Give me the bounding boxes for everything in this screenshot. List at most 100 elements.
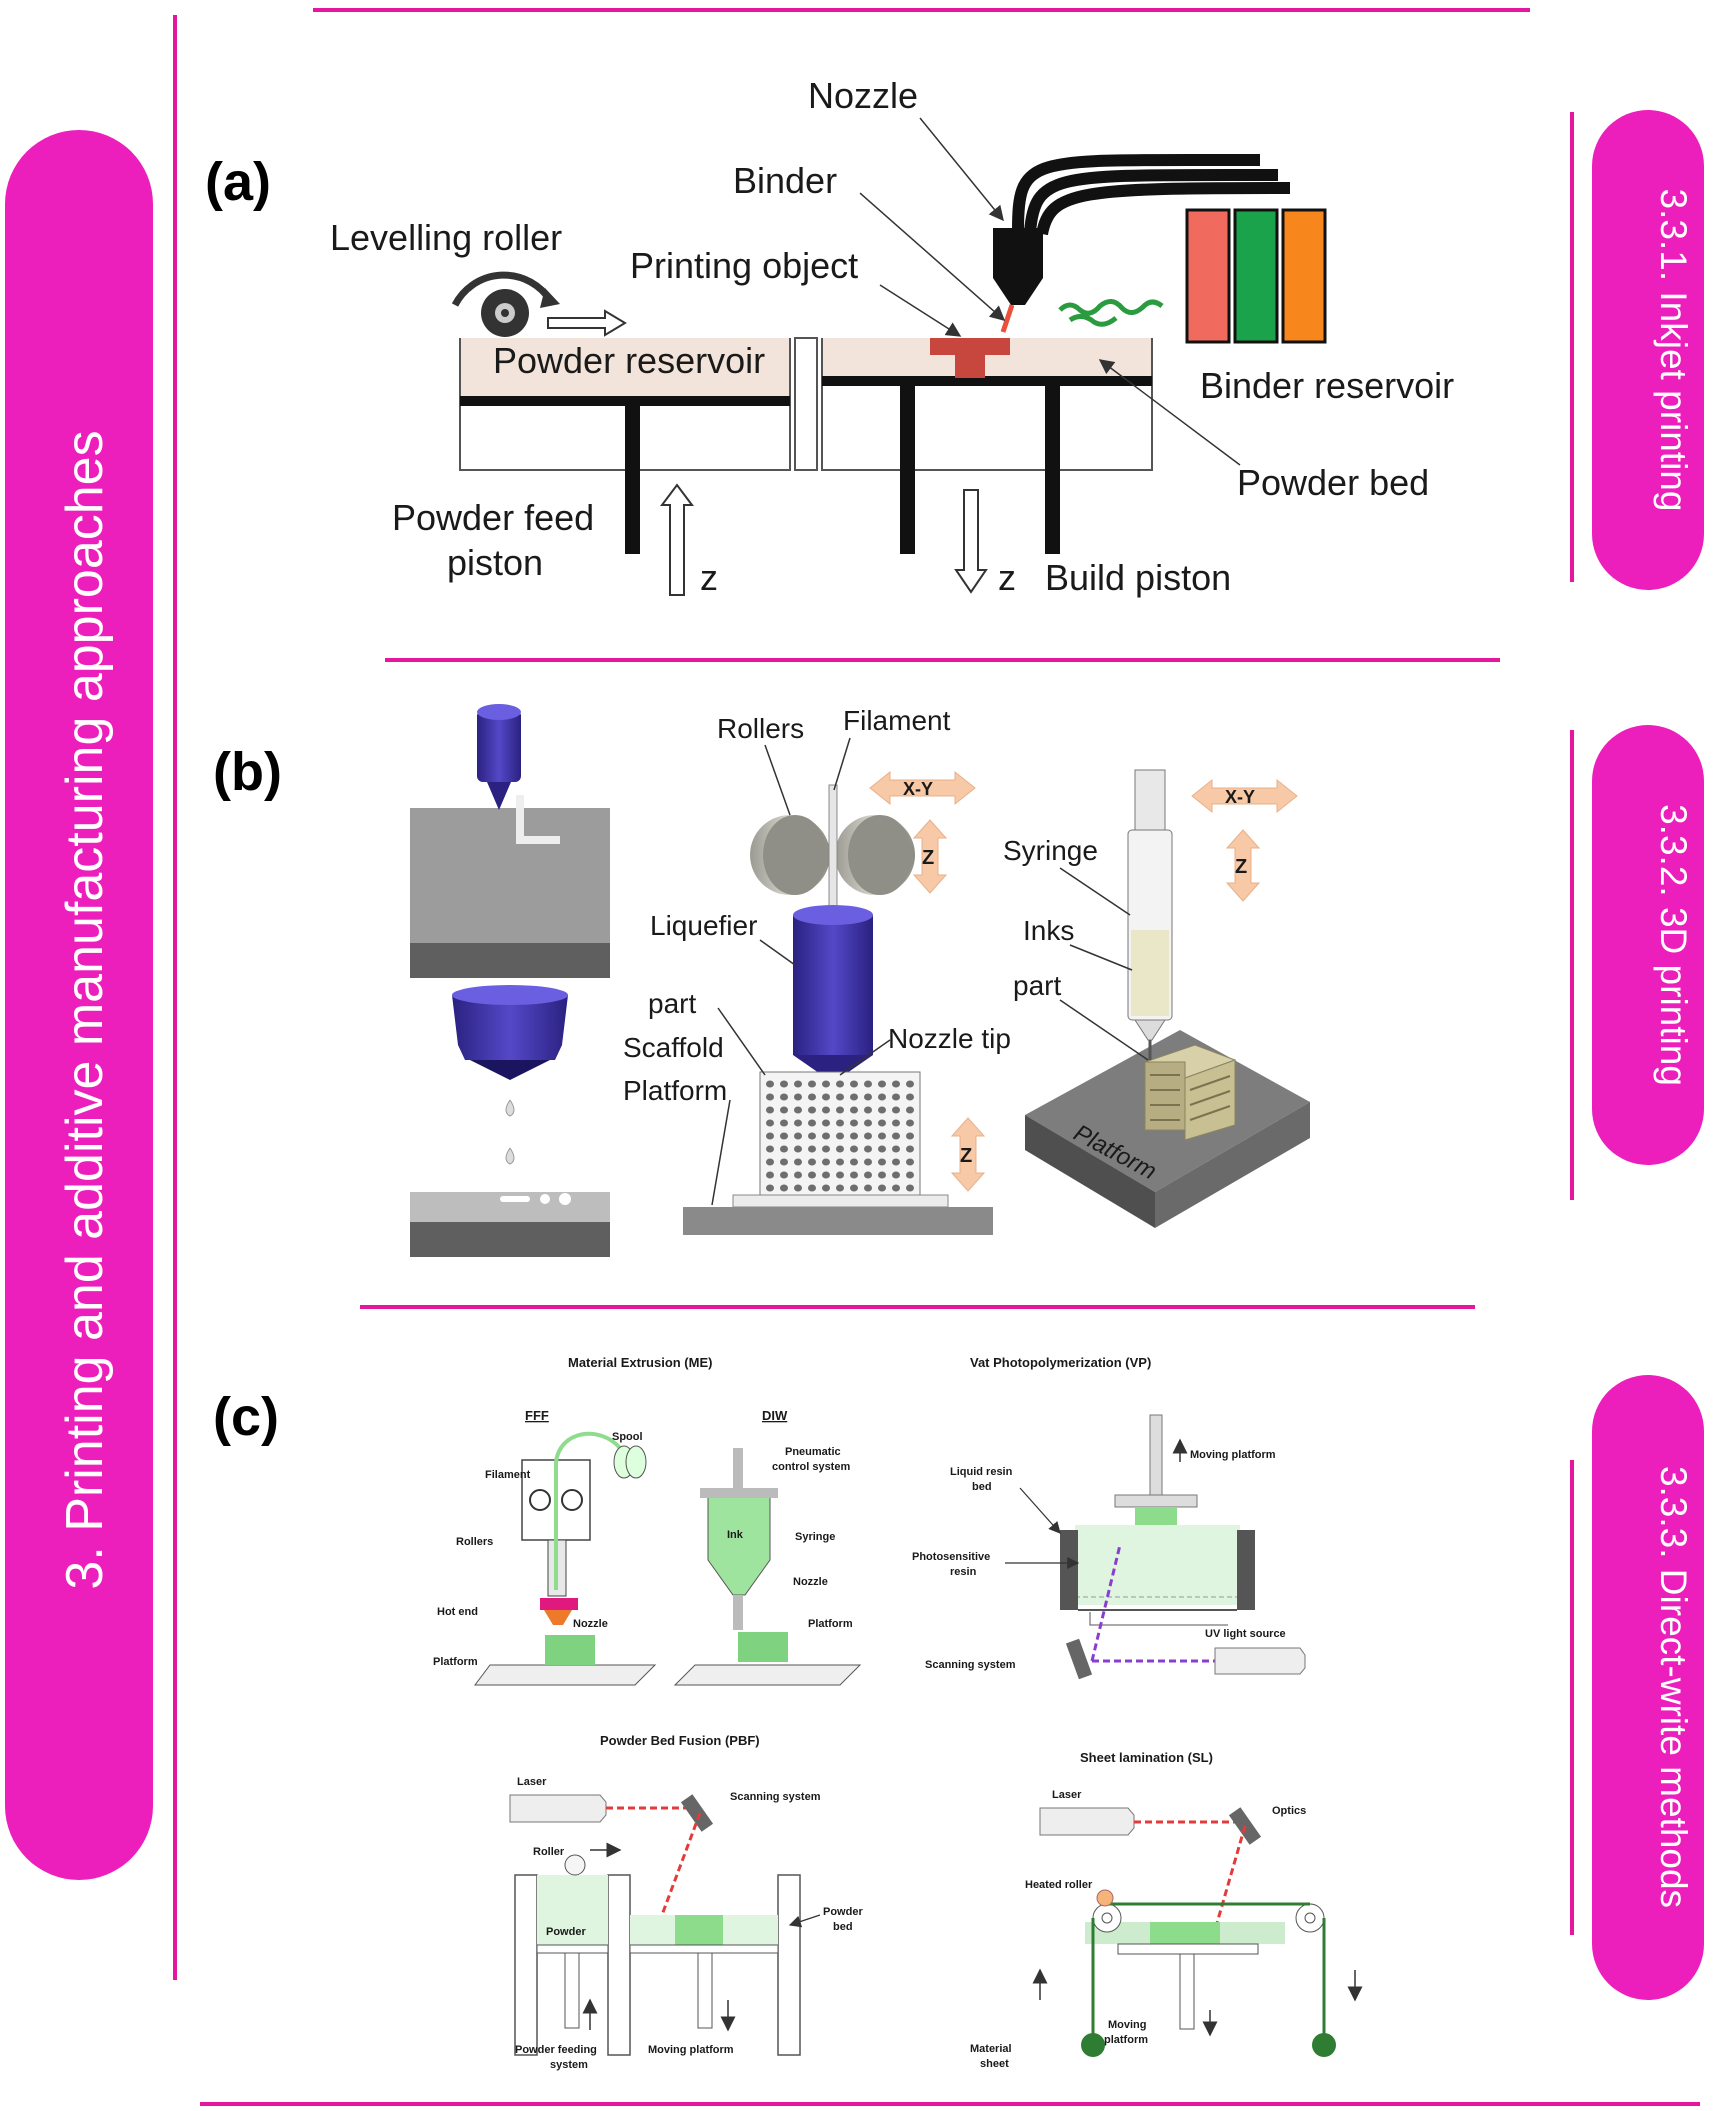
scaffold-pore [794, 1106, 802, 1114]
nozzle-icon [993, 228, 1043, 305]
z-arrow-2: Z [950, 1117, 986, 1192]
label-levelling-roller: Levelling roller [330, 217, 562, 258]
roller-direction-arrow [547, 309, 627, 337]
xy-arrow-1: X-Y [869, 770, 976, 806]
label-part: part [648, 988, 696, 1019]
panel-b-letter: (b) [213, 742, 282, 802]
sl-title: Sheet lamination (SL) [1080, 1750, 1213, 1765]
scaffold-pore [808, 1119, 816, 1127]
z-down-arrow [954, 489, 988, 594]
scaffold-pore [766, 1132, 774, 1140]
fff-printer-icon [474, 1431, 657, 1686]
scaffold-pore [822, 1093, 830, 1101]
leader-part [717, 1007, 766, 1076]
scaffold-pore [864, 1132, 872, 1140]
label-diw-pneumatic-2: control system [772, 1461, 850, 1473]
label-z-3: Z [1235, 856, 1247, 878]
z-arrow-1: Z [912, 819, 948, 894]
scaffold-pore [794, 1184, 802, 1192]
sl-apparatus-icon [1032, 1807, 1363, 2057]
inkjet-block-bottom [410, 985, 610, 1257]
scaffold-pore [780, 1119, 788, 1127]
levelling-roller-icon [451, 271, 560, 337]
diw-syringe-icon [1127, 769, 1173, 1060]
scaffold-pore [878, 1184, 886, 1192]
main-title-pill: 3. Printing and additive manufacturing a… [5, 130, 153, 1880]
powder-reservoir-fill [461, 338, 789, 398]
label-platform: Platform [623, 1075, 727, 1106]
scaffold-pore [794, 1171, 802, 1179]
scaffold-pore [780, 1145, 788, 1153]
scaffold-pore [892, 1093, 900, 1101]
leader-printing-object [879, 284, 962, 337]
section-pill-directwrite: 3.3.3. Direct-write methods [1592, 1375, 1704, 2000]
label-printing-object: Printing object [630, 245, 858, 286]
scaffold-pore [808, 1132, 816, 1140]
label-sl-material-1: Material [970, 2043, 1012, 2055]
leader-nozzle [919, 117, 1004, 222]
scaffold-pore [906, 1106, 914, 1114]
scaffold-pore [836, 1132, 844, 1140]
panel-a-letter: (a) [205, 152, 271, 212]
scaffold-pore [822, 1145, 830, 1153]
scaffold-pore [808, 1145, 816, 1153]
leader-part-2 [1059, 999, 1149, 1061]
scaffold-pore [766, 1093, 774, 1101]
scaffold-pore [892, 1184, 900, 1192]
label-diw-pneumatic-1: Pneumatic [785, 1446, 841, 1458]
section-pill-3dprinting: 3.3.2. 3D printing [1592, 725, 1704, 1165]
z-arrow-3: Z [1225, 829, 1261, 902]
scaffold-pore [822, 1132, 830, 1140]
label-powder-feed: Powder feed [392, 497, 594, 538]
label-vp-moving-platform: Moving platform [1190, 1449, 1276, 1461]
leader-vp-liquid-resin [1019, 1487, 1061, 1534]
scaffold-pore [864, 1093, 872, 1101]
scaffold-pore [766, 1106, 774, 1114]
pbf-title: Powder Bed Fusion (PBF) [600, 1733, 760, 1748]
build-piston-rod-2 [1045, 384, 1060, 554]
label-me-rollers: Rollers [456, 1536, 493, 1548]
label-diw-syringe: Syringe [795, 1531, 835, 1543]
printing-object [930, 338, 1010, 378]
label-binder-reservoir: Binder reservoir [1200, 365, 1454, 406]
scaffold-pore [794, 1145, 802, 1153]
scaffold-pore [864, 1158, 872, 1166]
scaffold-pore [850, 1158, 858, 1166]
label-z-down: z [998, 557, 1016, 598]
label-vp-liquid-resin-1: Liquid resin [950, 1466, 1013, 1478]
leader-liquefier [759, 939, 796, 966]
label-xy-2: X-Y [1225, 787, 1255, 807]
scaffold-pore [864, 1106, 872, 1114]
scaffold-pore [822, 1106, 830, 1114]
scaffold-pore [766, 1171, 774, 1179]
label-powder-reservoir: Powder reservoir [493, 340, 765, 381]
label-vp-uv: UV light source [1205, 1628, 1286, 1640]
scaffold-pore [808, 1171, 816, 1179]
scaffold-pore [850, 1080, 858, 1088]
label-sl-material-2: sheet [980, 2058, 1009, 2070]
scaffold-pore [808, 1106, 816, 1114]
leader-inks [1069, 944, 1133, 971]
section-label-3dprinting: 3.3.2. 3D printing [1653, 804, 1694, 1086]
build-plate [822, 376, 1152, 386]
label-z-1: Z [922, 847, 934, 869]
section-label-directwrite: 3.3.3. Direct-write methods [1653, 1466, 1694, 1908]
scaffold-pore [766, 1145, 774, 1153]
scaffold-pore [794, 1158, 802, 1166]
scaffold-pore [822, 1080, 830, 1088]
leader-filament [833, 737, 851, 791]
label-pbf-powder: Powder [546, 1926, 586, 1938]
scaffold-pore [906, 1080, 914, 1088]
scaffold-pore [766, 1119, 774, 1127]
leader-powder-bed [1098, 359, 1241, 466]
label-diw-platform: Platform [808, 1618, 853, 1630]
label-me-platform: Platform [433, 1656, 478, 1668]
label-syringe: Syringe [1003, 835, 1098, 866]
binder-reservoir-green [1233, 208, 1279, 344]
panel-c: (c) Material Extrusion (ME) FFF DIW Fila… [213, 1355, 1363, 2071]
scaffold-pore [808, 1184, 816, 1192]
powder-reservoir-plate [460, 396, 790, 406]
scaffold-pore [850, 1184, 858, 1192]
scaffold-pore [836, 1080, 844, 1088]
